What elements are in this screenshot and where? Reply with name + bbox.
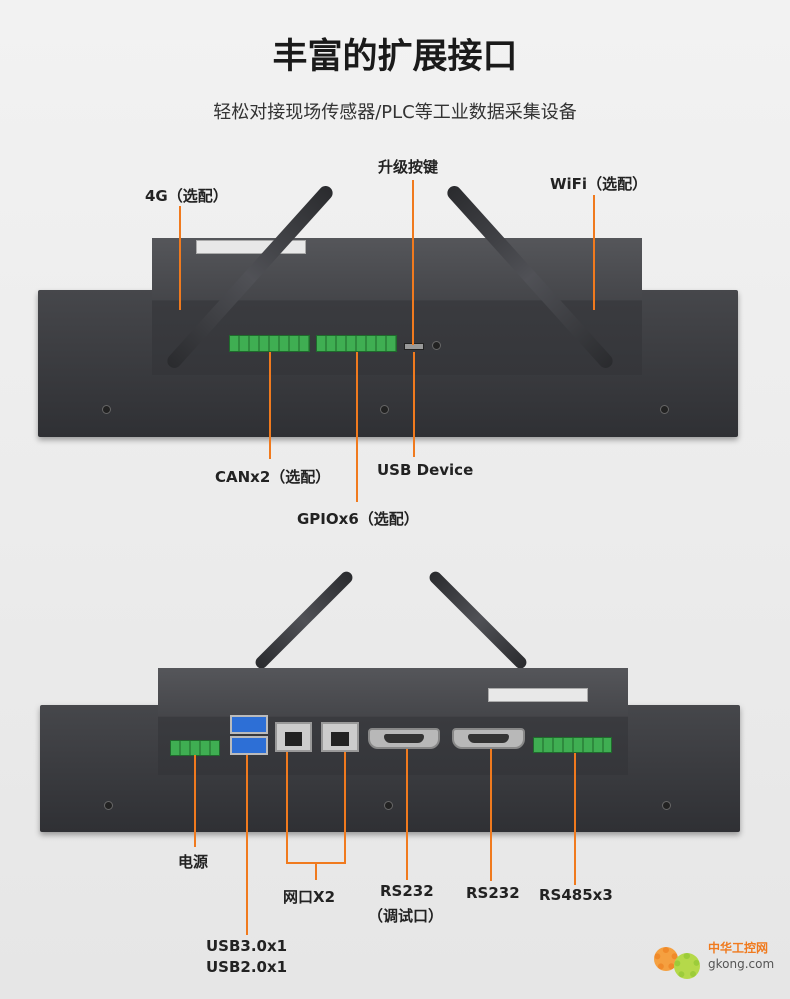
label-rs232: RS232: [466, 884, 520, 902]
leader-line: [413, 352, 415, 457]
label-usb-device: USB Device: [377, 461, 474, 479]
antenna: [427, 569, 529, 671]
screw: [660, 405, 669, 414]
leader-line: [194, 755, 196, 847]
screw: [662, 801, 671, 810]
leader-line: [574, 753, 576, 885]
gpio-connector: [316, 335, 397, 352]
leader-line: [490, 749, 492, 881]
leader-line: [412, 180, 414, 345]
label-4g: 4G（选配）: [145, 187, 228, 205]
label-usb3: USB3.0x1: [206, 937, 288, 955]
can-connector: [229, 335, 310, 352]
upgrade-button: [432, 341, 441, 350]
leader-line: [593, 195, 595, 310]
page-subtitle: 轻松对接现场传感器/PLC等工业数据采集设备: [213, 102, 577, 123]
label-ethernet: 网口X2: [283, 888, 336, 906]
label-can: CANx2（选配）: [215, 468, 331, 486]
usb3-port: [230, 715, 268, 734]
usb2-port: [230, 736, 268, 755]
watermark-cn: 中华工控网: [708, 941, 769, 955]
leader-line: [315, 862, 317, 880]
label-rs232-debug-note: （调试口）: [368, 907, 444, 925]
screw: [384, 801, 393, 810]
screw: [102, 405, 111, 414]
rs232-port: [452, 728, 525, 749]
watermark-domain: gkong.com: [708, 957, 775, 971]
leader-line: [344, 752, 346, 864]
power-connector: [170, 740, 220, 756]
page-title: 丰富的扩展接口: [272, 37, 518, 77]
screw: [380, 405, 389, 414]
label-upgrade-key: 升级按键: [378, 158, 439, 176]
label-usb2: USB2.0x1: [206, 958, 288, 976]
ethernet-port: [275, 722, 312, 752]
bottom-enclosure: [158, 668, 628, 775]
usb-device-port: [404, 343, 424, 350]
watermark-logo: 中华工控网 gkong.com: [646, 933, 776, 983]
screw: [104, 801, 113, 810]
label-rs485: RS485x3: [539, 886, 613, 904]
label-power: 电源: [178, 853, 209, 871]
label-gpio: GPIOx6（选配）: [297, 510, 419, 528]
rs485-connector: [533, 737, 612, 753]
leader-line: [179, 206, 181, 310]
leader-line: [356, 352, 358, 502]
label-rs232-debug: RS232: [380, 882, 434, 900]
leader-line: [286, 752, 288, 864]
gear-icon: [674, 953, 700, 979]
leader-line: [406, 749, 408, 880]
rs232-debug-port: [368, 728, 440, 749]
antenna: [253, 569, 355, 671]
label-sticker: [488, 688, 588, 702]
leader-line: [269, 352, 271, 459]
label-wifi: WiFi（选配）: [550, 175, 648, 193]
ethernet-port: [321, 722, 359, 752]
leader-line: [246, 755, 248, 935]
